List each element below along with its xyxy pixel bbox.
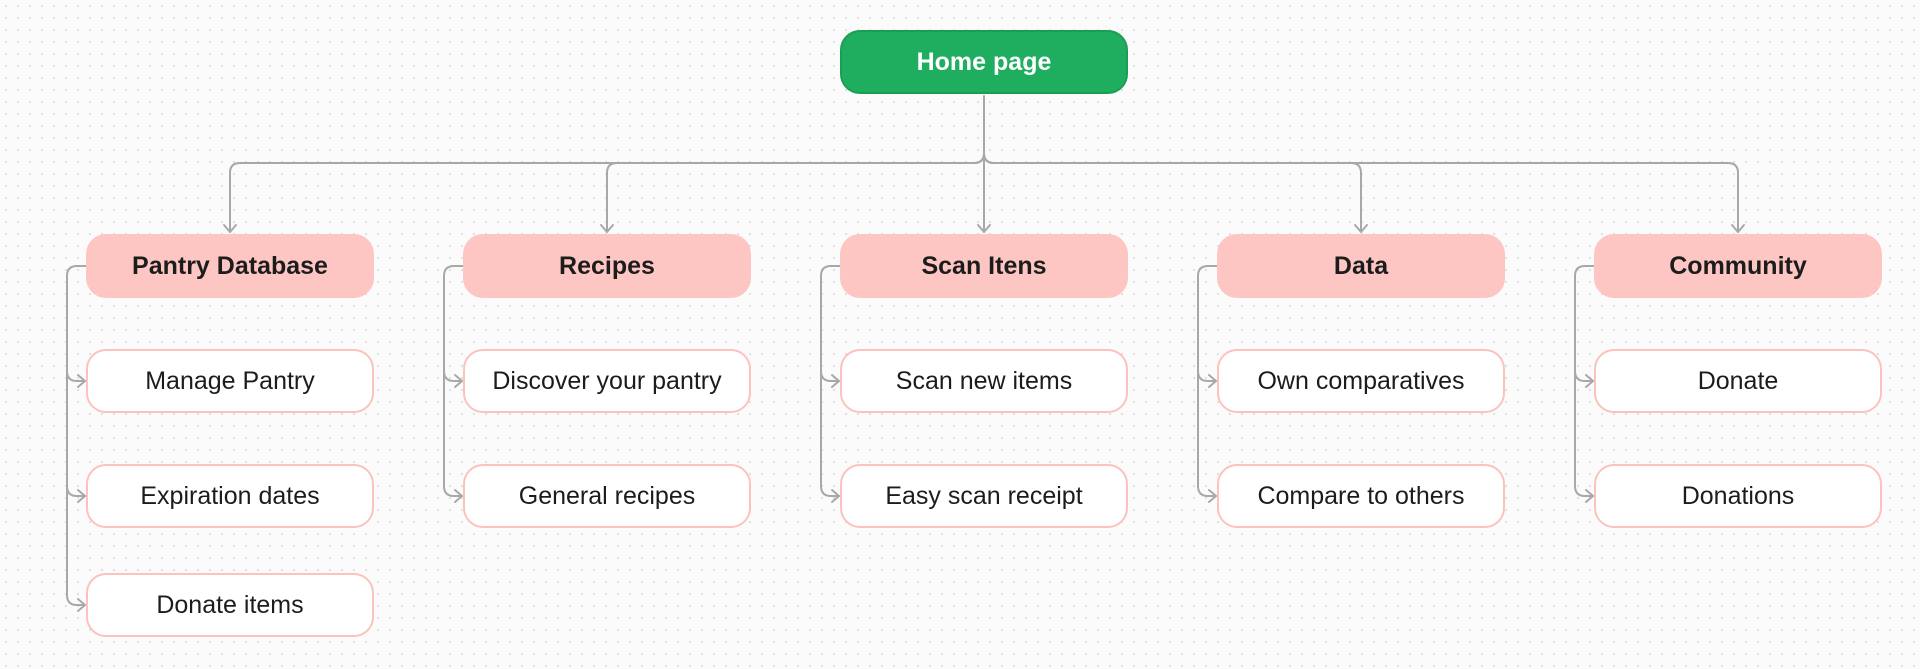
connector-category-to-item bbox=[1574, 370, 1594, 382]
connector-arrowhead bbox=[1585, 374, 1594, 388]
connector-category-trunk bbox=[820, 265, 841, 497]
item-node-donate-items[interactable]: Donate items bbox=[86, 573, 374, 637]
connector-arrowhead bbox=[454, 374, 463, 388]
connector-arrowhead bbox=[831, 374, 840, 388]
connector-arrowhead bbox=[831, 489, 840, 503]
connector-category-to-item bbox=[443, 370, 463, 382]
item-node-donations[interactable]: Donations bbox=[1594, 464, 1882, 528]
item-node-scan-new-items[interactable]: Scan new items bbox=[840, 349, 1128, 413]
connector-category-to-item bbox=[66, 485, 86, 497]
category-node-community[interactable]: Community bbox=[1594, 234, 1882, 298]
category-node-data[interactable]: Data bbox=[1217, 234, 1505, 298]
category-node-recipes[interactable]: Recipes bbox=[463, 234, 751, 298]
item-node-own-comparatives[interactable]: Own comparatives bbox=[1217, 349, 1505, 413]
item-node-easy-scan-receipt[interactable]: Easy scan receipt bbox=[840, 464, 1128, 528]
category-node-pantry-database[interactable]: Pantry Database bbox=[86, 234, 374, 298]
connector-root-to-category bbox=[983, 152, 1739, 233]
connector-category-trunk bbox=[66, 265, 87, 606]
connector-category-to-item bbox=[66, 370, 86, 382]
connector-category-trunk bbox=[1197, 265, 1218, 497]
item-node-manage-pantry[interactable]: Manage Pantry bbox=[86, 349, 374, 413]
connector-arrowhead bbox=[1585, 489, 1594, 503]
item-node-discover-your-pantry[interactable]: Discover your pantry bbox=[463, 349, 751, 413]
connector-root-to-category bbox=[983, 152, 1362, 233]
connector-root-to-category bbox=[606, 152, 985, 233]
item-node-compare-to-others[interactable]: Compare to others bbox=[1217, 464, 1505, 528]
category-node-scan-itens[interactable]: Scan Itens bbox=[840, 234, 1128, 298]
connector-arrowhead bbox=[223, 224, 237, 233]
connector-arrowhead bbox=[600, 224, 614, 233]
item-node-general-recipes[interactable]: General recipes bbox=[463, 464, 751, 528]
connector-arrowhead bbox=[1731, 224, 1745, 233]
connector-category-trunk bbox=[443, 265, 464, 497]
connector-arrowhead bbox=[1208, 489, 1217, 503]
connector-arrowhead bbox=[454, 489, 463, 503]
item-node-expiration-dates[interactable]: Expiration dates bbox=[86, 464, 374, 528]
connector-arrowhead bbox=[77, 374, 86, 388]
connector-category-to-item bbox=[820, 370, 840, 382]
connector-arrowhead bbox=[1208, 374, 1217, 388]
connector-category-trunk bbox=[1574, 265, 1595, 497]
connector-arrowhead bbox=[77, 489, 86, 503]
connector-arrowhead bbox=[77, 598, 86, 612]
connector-arrowhead bbox=[1354, 224, 1368, 233]
connector-arrowhead bbox=[977, 224, 991, 233]
item-node-donate[interactable]: Donate bbox=[1594, 349, 1882, 413]
root-node-home-page[interactable]: Home page bbox=[840, 30, 1128, 94]
connector-category-to-item bbox=[1197, 370, 1217, 382]
